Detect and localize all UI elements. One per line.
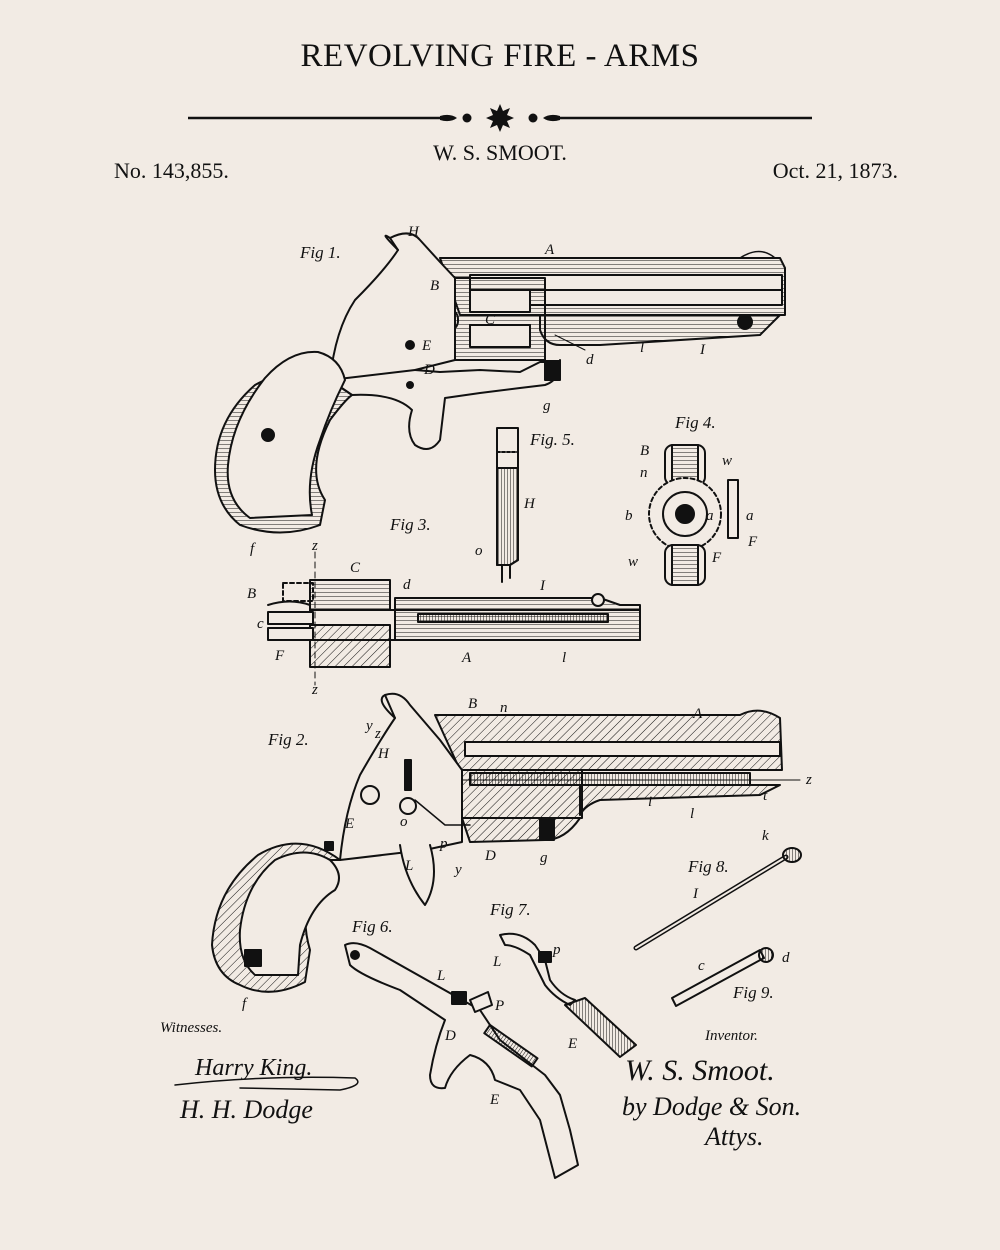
witness-signature-1: Harry King. [194, 1055, 312, 1081]
fig4-label-a-outer: a [746, 508, 754, 524]
fig3-label-I: I [539, 578, 546, 594]
figure-5-hammer-detail [496, 427, 519, 583]
inventor-heading: W. S. SMOOT. [433, 140, 567, 165]
fig1-label-d: d [586, 352, 594, 368]
fig3-label-A: A [461, 650, 472, 666]
fig1-label-E: E [421, 338, 431, 354]
fig1-label-l: l [640, 340, 644, 356]
fig3-label-F: F [274, 648, 285, 664]
fig4-label-F-lower: F [711, 550, 722, 566]
fig1-label-g: g [543, 398, 551, 414]
figure-3-barrel-section [267, 551, 641, 686]
figure-7-trigger-parts [499, 932, 637, 1058]
fig3-label-l: l [562, 650, 566, 666]
fig9-label-d: d [782, 950, 790, 966]
signature-flourish [174, 1076, 359, 1091]
fig3-label-z-top: z [311, 538, 318, 554]
fig7-label-p: p [552, 942, 561, 958]
figure-9-pin [671, 947, 774, 1007]
attorney-signature: by Dodge & Son. [622, 1092, 801, 1121]
fig1-label-D: D [423, 362, 435, 378]
fig9-label-c: c [698, 958, 705, 974]
fig1-label-A: A [544, 242, 555, 258]
fig-5-header: Fig. 5. [529, 430, 575, 449]
figure-1-revolver-side [214, 232, 786, 534]
fig7-label-L: L [492, 954, 501, 970]
fig4-label-B: B [640, 443, 649, 459]
fig2-label-t: t [763, 788, 768, 804]
fig2-label-y: y [364, 718, 373, 734]
fig2-label-A: A [692, 706, 703, 722]
figure-6-trigger-guard [344, 942, 579, 1179]
fig3-label-c: c [257, 616, 264, 632]
fig2-label-E: E [344, 816, 354, 832]
fig-1-header: Fig 1. [299, 243, 341, 262]
fig6-label-L: L [436, 968, 445, 984]
fig6-label-E: E [489, 1092, 499, 1108]
fig2-label-H: H [377, 746, 390, 762]
fig-2-header: Fig 2. [267, 730, 309, 749]
star-divider-icon [188, 104, 812, 132]
fig-6-header: Fig 6. [351, 917, 393, 936]
fig2-label-l: l [690, 806, 694, 822]
fig-8-header: Fig 8. [687, 857, 729, 876]
fig-4-header: Fig 4. [674, 413, 716, 432]
fig-7-header: Fig 7. [489, 900, 531, 919]
fig1-label-B: B [430, 278, 439, 294]
witness-signature-2: H. H. Dodge [179, 1095, 313, 1124]
fig1-label-C: C [485, 312, 496, 328]
fig-3-header: Fig 3. [389, 515, 431, 534]
fig2-label-o: o [400, 814, 408, 830]
fig2-label-z: z [374, 726, 381, 742]
fig1-label-f: f [250, 541, 256, 557]
fig8-label-k: k [762, 828, 769, 844]
fig4-label-w: w [722, 453, 732, 469]
witnesses-heading: Witnesses. [160, 1020, 222, 1036]
fig3-label-C: C [350, 560, 361, 576]
figure-8-firing-pin [633, 847, 802, 951]
fig8-label-I: I [692, 886, 699, 902]
fig2-label-y-lower: y [453, 862, 462, 878]
fig2-label-g: g [540, 850, 548, 866]
fig4-label-n: n [640, 465, 648, 481]
fig4-label-b: b [625, 508, 633, 524]
fig1-label-I: I [699, 342, 706, 358]
inventor-heading-sig: Inventor. [704, 1028, 758, 1044]
patent-number: No. 143,855. [114, 158, 229, 183]
fig6-label-P: P [494, 998, 504, 1014]
fig5-label-o: o [475, 543, 483, 559]
fig2-label-n: n [500, 700, 508, 716]
fig-9-header: Fig 9. [732, 983, 774, 1002]
fig2-label-p: p [439, 836, 448, 852]
fig4-label-w-lower: w [628, 554, 638, 570]
patent-title: REVOLVING FIRE - ARMS [300, 38, 700, 74]
attorney-title: Attys. [703, 1122, 764, 1151]
fig2-label-D: D [484, 848, 496, 864]
inventor-signature: W. S. Smoot. [625, 1054, 775, 1087]
fig2-label-z-right: z [805, 772, 812, 788]
fig5-label-H: H [523, 496, 536, 512]
fig4-label-F-outer: F [747, 534, 758, 550]
fig-1-labels: H A B C E D d g l I f [250, 224, 706, 557]
fig3-label-z-bottom: z [311, 682, 318, 698]
fig2-label-f: f [242, 996, 248, 1012]
patent-drawing: Fig 1. H A B C E D d g l I f Fig. 5. H o… [160, 224, 812, 1179]
fig6-label-D: D [444, 1028, 456, 1044]
fig1-label-H: H [407, 224, 420, 240]
fig2-label-L: L [404, 858, 413, 874]
fig4-label-a-inner: a [706, 508, 714, 524]
figure-4-cylinder-end [648, 444, 739, 586]
fig3-label-d: d [403, 577, 411, 593]
figure-2-revolver-section [211, 692, 801, 993]
fig3-label-B: B [247, 586, 256, 602]
fig2-label-B: B [468, 696, 477, 712]
patent-date: Oct. 21, 1873. [772, 158, 898, 183]
fig2-label-i: i [648, 794, 652, 810]
fig7-label-E: E [567, 1036, 577, 1052]
